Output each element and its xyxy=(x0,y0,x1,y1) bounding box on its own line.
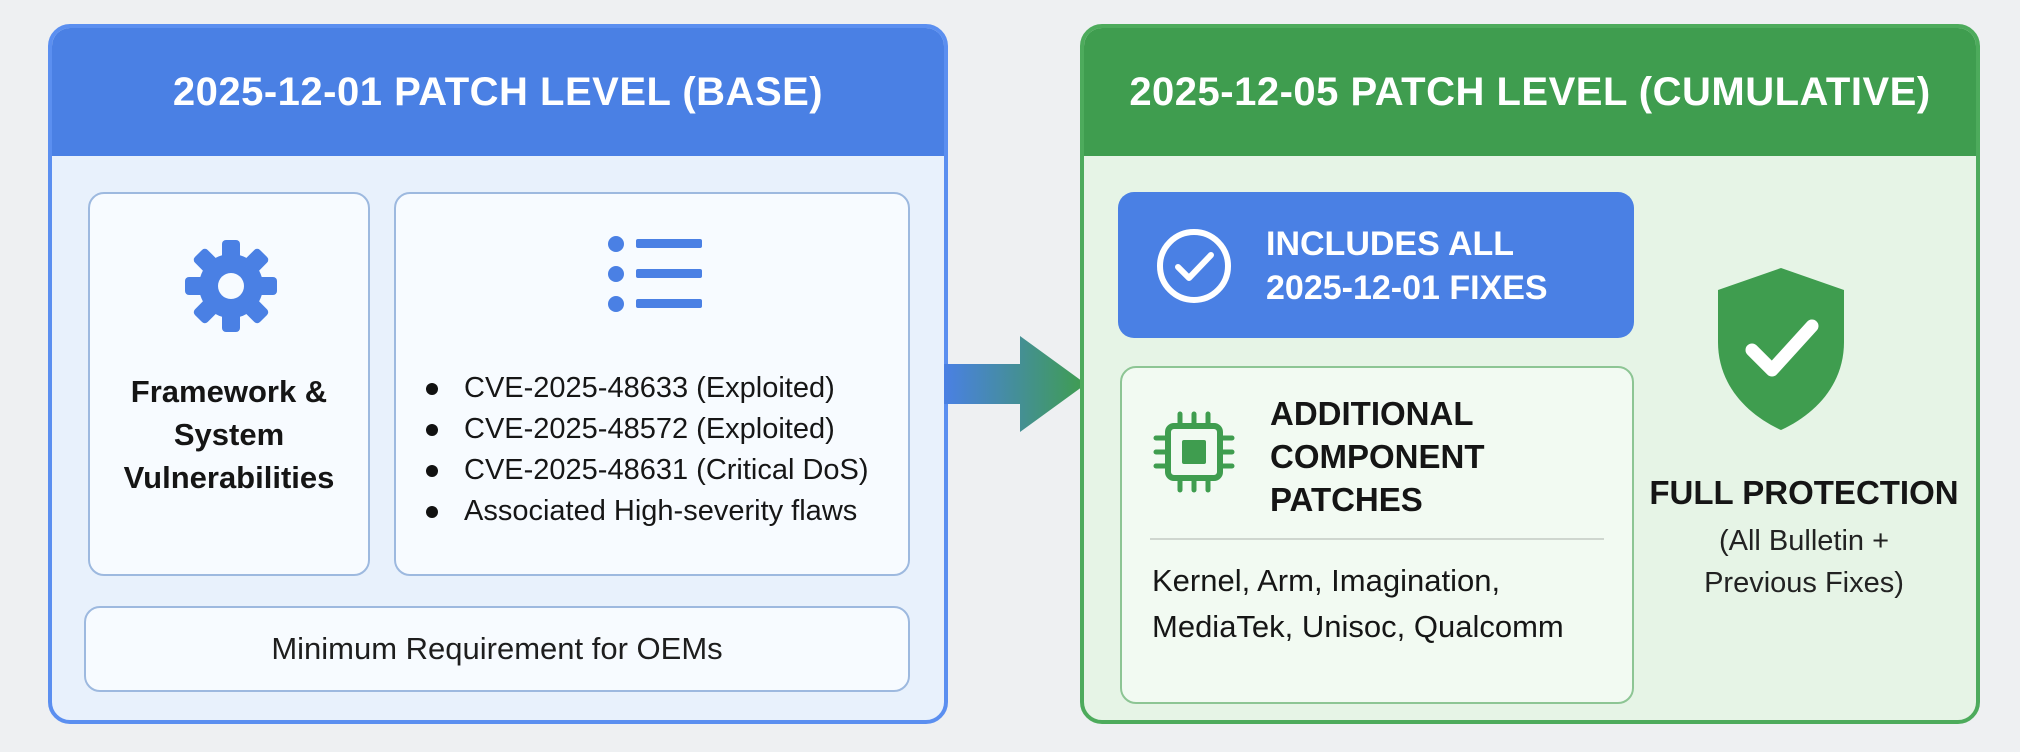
cve-item: CVE-2025-48631 (Critical DoS) xyxy=(464,454,869,486)
chip-icon xyxy=(1153,411,1235,493)
additional-line: ADDITIONAL xyxy=(1270,395,1474,432)
full-protection-subtitle: (All Bulletin + Previous Fixes) xyxy=(1644,520,1964,604)
full-protection-title: FULL PROTECTION xyxy=(1649,474,1959,511)
cve-item: Associated High-severity flaws xyxy=(464,495,858,527)
framework-line: Vulnerabilities xyxy=(123,460,335,495)
cve-item: CVE-2025-48633 (Exploited) xyxy=(464,372,835,404)
list-icon xyxy=(608,236,702,312)
includes-fixes-box: INCLUDES ALL 2025-12-01 FIXES xyxy=(1118,192,1634,338)
vendor-list: Kernel, Arm, Imagination, MediaTek, Unis… xyxy=(1152,558,1564,650)
cumulative-patch-panel: 2025-12-05 PATCH LEVEL (CUMULATIVE) INCL… xyxy=(1080,24,1980,724)
min-requirement-box: Minimum Requirement for OEMs xyxy=(84,606,910,692)
includes-line: INCLUDES ALL xyxy=(1266,225,1515,263)
list-item: Associated High-severity flaws xyxy=(426,491,869,532)
bullet-icon xyxy=(426,464,438,477)
cve-item: CVE-2025-48572 (Exploited) xyxy=(464,413,835,445)
list-item: CVE-2025-48631 (Critical DoS) xyxy=(426,450,869,491)
includes-line: 2025-12-01 FIXES xyxy=(1266,269,1548,307)
divider xyxy=(1150,538,1604,540)
list-item: CVE-2025-48572 (Exploited) xyxy=(426,409,869,450)
additional-title: ADDITIONAL COMPONENT PATCHES xyxy=(1270,392,1485,521)
min-requirement-label: Minimum Requirement for OEMs xyxy=(271,631,723,666)
includes-text: INCLUDES ALL 2025-12-01 FIXES xyxy=(1266,222,1548,310)
cumulative-panel-title: 2025-12-05 PATCH LEVEL (CUMULATIVE) xyxy=(1084,28,1976,156)
framework-box: Framework & System Vulnerabilities xyxy=(88,192,370,576)
list-item: CVE-2025-48633 (Exploited) xyxy=(426,368,869,409)
vendor-line: Kernel, Arm, Imagination, xyxy=(1152,563,1501,598)
shield-check-icon xyxy=(1718,268,1844,430)
base-patch-panel: 2025-12-01 PATCH LEVEL (BASE) Framework … xyxy=(48,24,948,724)
framework-line: Framework & xyxy=(130,374,328,409)
framework-title: Framework & System Vulnerabilities xyxy=(90,370,368,499)
check-circle-icon xyxy=(1157,229,1231,303)
bullet-icon xyxy=(426,382,438,395)
full-protection-line: (All Bulletin + xyxy=(1718,525,1890,557)
full-protection-line: Previous Fixes) xyxy=(1704,567,1904,599)
gear-icon xyxy=(185,240,277,332)
additional-patches-box: ADDITIONAL COMPONENT PATCHES Kernel, Arm… xyxy=(1120,366,1634,704)
framework-line: System xyxy=(173,417,285,452)
additional-line: COMPONENT xyxy=(1270,438,1485,475)
base-panel-title: 2025-12-01 PATCH LEVEL (BASE) xyxy=(52,28,944,156)
cve-list: CVE-2025-48633 (Exploited) CVE-2025-4857… xyxy=(426,368,869,532)
bullet-icon xyxy=(426,505,438,518)
arrow-right-icon xyxy=(944,336,1086,432)
additional-line: PATCHES xyxy=(1270,481,1423,518)
cve-box: CVE-2025-48633 (Exploited) CVE-2025-4857… xyxy=(394,192,910,576)
vendor-line: MediaTek, Unisoc, Qualcomm xyxy=(1152,609,1564,644)
bullet-icon xyxy=(426,423,438,436)
